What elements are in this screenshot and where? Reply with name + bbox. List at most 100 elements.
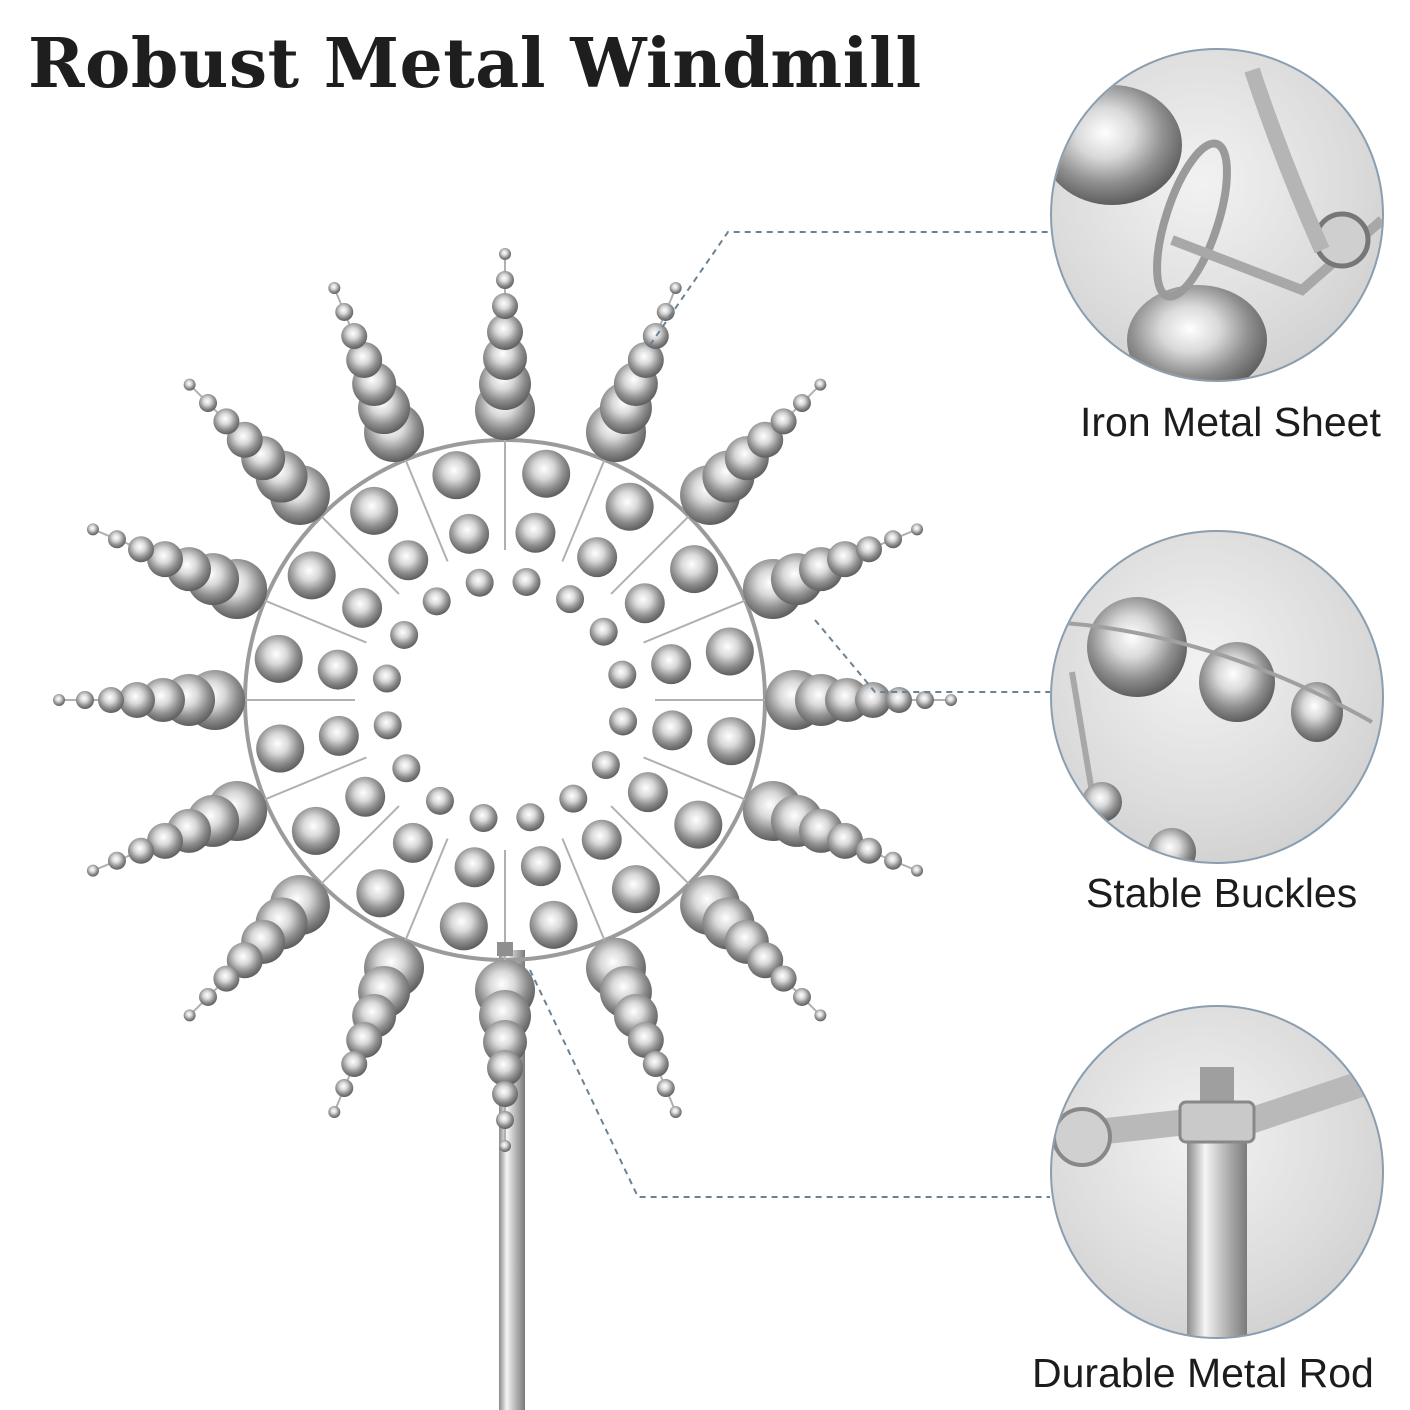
spinner-cup	[390, 620, 419, 649]
spinner-cup	[652, 710, 693, 751]
spinner-cup	[287, 551, 336, 600]
spinner-cup	[792, 987, 811, 1006]
spinner-cup	[341, 1051, 368, 1078]
spinner-cup	[670, 545, 719, 594]
spinner-cup	[916, 691, 934, 709]
spinner-cup	[335, 1079, 354, 1098]
spinner-cup	[199, 987, 218, 1006]
spinner-cup	[147, 541, 184, 578]
spinner-cup	[335, 302, 354, 321]
spinner-cup	[556, 585, 585, 614]
spinner-cup	[226, 421, 263, 458]
spinner-cup	[372, 664, 401, 693]
spinner-cup	[254, 634, 303, 683]
spinner-cup	[945, 694, 957, 706]
detail-metal-rod	[1050, 1005, 1384, 1339]
spinner-cup	[516, 803, 545, 832]
spinner-cup	[487, 1050, 523, 1086]
spinner-cup	[522, 449, 571, 498]
spinner-cup	[183, 378, 196, 391]
spinner-cup	[392, 754, 421, 783]
spinner-cup	[492, 293, 518, 319]
caption-iron-metal-sheet: Iron Metal Sheet	[1080, 399, 1381, 445]
spinner-cup	[465, 568, 494, 597]
spinner-cup	[747, 421, 784, 458]
spinner-cup	[127, 536, 154, 563]
spinner-cup	[317, 649, 358, 690]
spinner-cup	[529, 900, 578, 949]
spinner-cup	[127, 837, 154, 864]
spinner-cup	[487, 314, 523, 350]
spinner-cup	[388, 540, 429, 581]
caption-durable-metal-rod: Durable Metal Rod	[1032, 1350, 1374, 1396]
spinner-cup	[107, 530, 126, 549]
spinner-cup	[199, 394, 218, 413]
spinner-cup	[373, 711, 402, 740]
spinner-cup	[856, 536, 883, 563]
spinner-cup	[642, 1051, 669, 1078]
spinner-cup	[350, 486, 399, 535]
buckles-closeup	[1052, 597, 1373, 862]
spinner-cup	[345, 776, 386, 817]
spinner-cup	[656, 1079, 675, 1098]
spinner-cup	[884, 530, 903, 549]
spinner-cup	[814, 1009, 827, 1022]
page-title: Robust Metal Windmill	[28, 24, 922, 104]
spinner-cup	[454, 847, 495, 888]
spinner-cup	[107, 851, 126, 870]
spinner-cup	[496, 271, 514, 289]
spinner-cup	[98, 687, 124, 713]
spinner-cup	[515, 512, 556, 553]
spinner-cup	[826, 822, 863, 859]
spinner-cup	[213, 965, 240, 992]
spinner-cup	[346, 1021, 383, 1058]
spinner-cup	[886, 687, 912, 713]
spinner-cup	[605, 482, 654, 531]
spinner-cup	[483, 336, 527, 380]
spinner-cup	[856, 837, 883, 864]
spinner-cup	[291, 806, 340, 855]
spinner-cup	[346, 342, 383, 379]
caption-stable-buckles: Stable Buckles	[1086, 870, 1358, 916]
spinner-cup	[669, 1106, 682, 1119]
spinner-cup	[792, 394, 811, 413]
spinner-cup	[328, 281, 341, 294]
detail-buckles	[1050, 530, 1384, 864]
spinner-cup	[449, 513, 490, 554]
spinner-cup	[826, 541, 863, 578]
spinner-cup	[651, 644, 692, 685]
spinner-cup	[770, 408, 797, 435]
spinner-cup	[213, 408, 240, 435]
spinner-cup	[356, 869, 405, 918]
spinner-cup	[855, 682, 891, 718]
iron-sheet-closeup	[1052, 67, 1382, 380]
spinner-cup	[656, 302, 675, 321]
spinner-cup	[705, 627, 754, 676]
spinner-cup	[911, 523, 924, 536]
spinner-cup	[183, 1009, 196, 1022]
spinner-cup	[591, 751, 620, 780]
spinner-cup	[86, 523, 99, 536]
metal-rod-closeup	[1052, 1064, 1382, 1337]
spinner-cup	[611, 865, 660, 914]
spinner-cup	[256, 724, 305, 773]
spinner-cup	[141, 678, 185, 722]
spinner-cup	[577, 537, 618, 578]
spinner-cup	[392, 822, 433, 863]
spinner-cup	[76, 691, 94, 709]
spinner-cup	[147, 822, 184, 859]
spinner-cup	[707, 717, 756, 766]
spinner-wheel	[53, 248, 957, 1152]
detail-iron-sheet	[1050, 48, 1384, 382]
spinner-cup	[86, 864, 99, 877]
spinner-cup	[499, 248, 511, 260]
spinner-cup	[342, 587, 383, 628]
spinner-cup	[627, 772, 668, 813]
spinner-cup	[119, 682, 155, 718]
spinner-cup	[496, 1111, 514, 1129]
spinner-cup	[609, 707, 638, 736]
spinner-cup	[499, 1140, 511, 1152]
spinner-cup	[492, 1081, 518, 1107]
spinner-cup	[814, 378, 827, 391]
spinner-cup	[627, 342, 664, 379]
